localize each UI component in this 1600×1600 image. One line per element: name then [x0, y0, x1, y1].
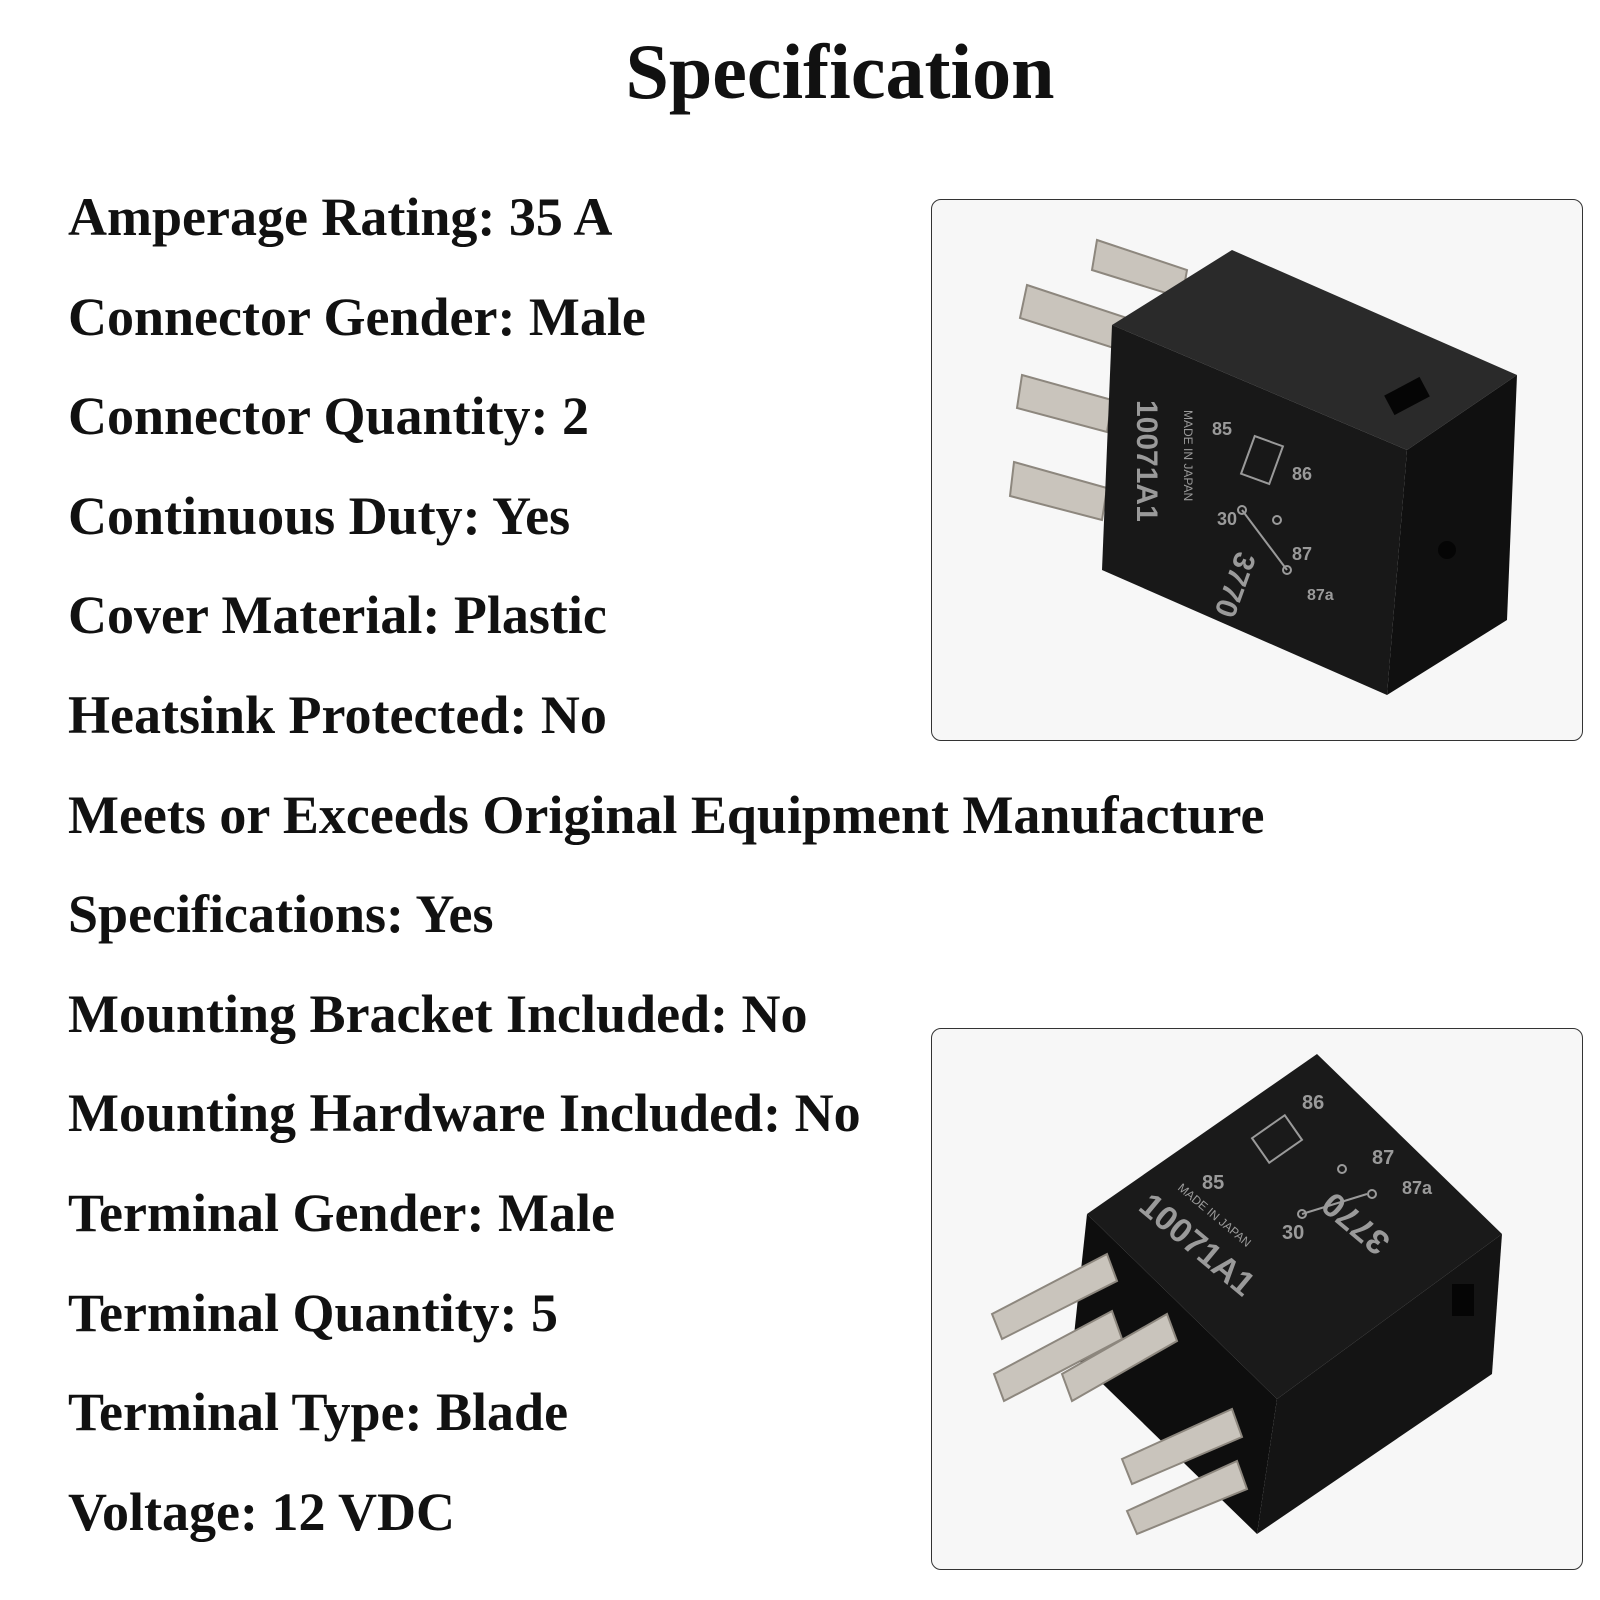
spec-item: Connector Gender: Male [68, 286, 646, 347]
relay-pin [1120, 1407, 1244, 1486]
spec-item: Connector Quantity: 2 [68, 386, 589, 447]
spec-item: Specifications: Yes [68, 884, 494, 945]
relay-photo-side: 10071A1 MADE IN JAPAN 3770 85 86 30 87 8… [931, 199, 1583, 741]
spec-item: Terminal Gender: Male [68, 1182, 615, 1243]
relay-pin [1018, 283, 1129, 352]
spec-item: Cover Material: Plastic [68, 585, 607, 646]
relay-marking: 85 [1202, 1172, 1224, 1194]
relay-photo-angled: 10071A1 MADE IN JAPAN 3770 85 86 30 87 8… [931, 1028, 1583, 1570]
relay-marking: 86 [1292, 464, 1312, 484]
relay-marking: 87 [1372, 1147, 1394, 1169]
relay-marking: MADE IN JAPAN [1181, 410, 1195, 501]
relay-marking: 30 [1217, 509, 1237, 529]
spec-list: Amperage Rating: 35 A Connector Gender: … [68, 182, 1348, 1576]
relay-end-face [1257, 1234, 1502, 1534]
relay-marking: 86 [1302, 1092, 1324, 1114]
relay-pin [1060, 1312, 1179, 1403]
spec-item: Meets or Exceeds Original Equipment Manu… [68, 784, 1265, 845]
spec-item: Terminal Type: Blade [68, 1382, 569, 1443]
relay-top-face [1087, 1054, 1502, 1399]
relay-marking: 87a [1307, 587, 1334, 604]
relay-side-illustration: 10071A1 MADE IN JAPAN 3770 85 86 30 87 8… [1008, 238, 1517, 695]
relay-angled-illustration: 10071A1 MADE IN JAPAN 3770 85 86 30 87 8… [990, 1054, 1502, 1536]
spec-item: Mounting Hardware Included: No [68, 1083, 861, 1144]
relay-marking: 10071A1 [1130, 400, 1163, 522]
spec-item: Heatsink Protected: No [68, 684, 607, 745]
relay-pin [1008, 460, 1109, 522]
relay-pin [990, 1252, 1119, 1341]
relay-marking: 30 [1282, 1222, 1304, 1244]
relay-front-face [1072, 1214, 1277, 1534]
relay-end-face [1387, 375, 1517, 695]
spec-item: Amperage Rating: 35 A [68, 187, 613, 247]
spec-item: Voltage: 12 VDC [68, 1481, 455, 1542]
relay-front-face [1102, 325, 1407, 695]
page-title: Specification [625, 28, 1055, 115]
relay-marking: 87a [1402, 1178, 1433, 1198]
relay-pin [1125, 1459, 1249, 1536]
relay-marking: 87 [1292, 544, 1312, 564]
spec-item: Terminal Quantity: 5 [68, 1282, 559, 1343]
relay-marking: 85 [1212, 419, 1232, 439]
relay-pin [1015, 373, 1114, 434]
spec-item: Continuous Duty: Yes [68, 485, 571, 546]
spec-item: Mounting Bracket Included: No [68, 983, 808, 1044]
